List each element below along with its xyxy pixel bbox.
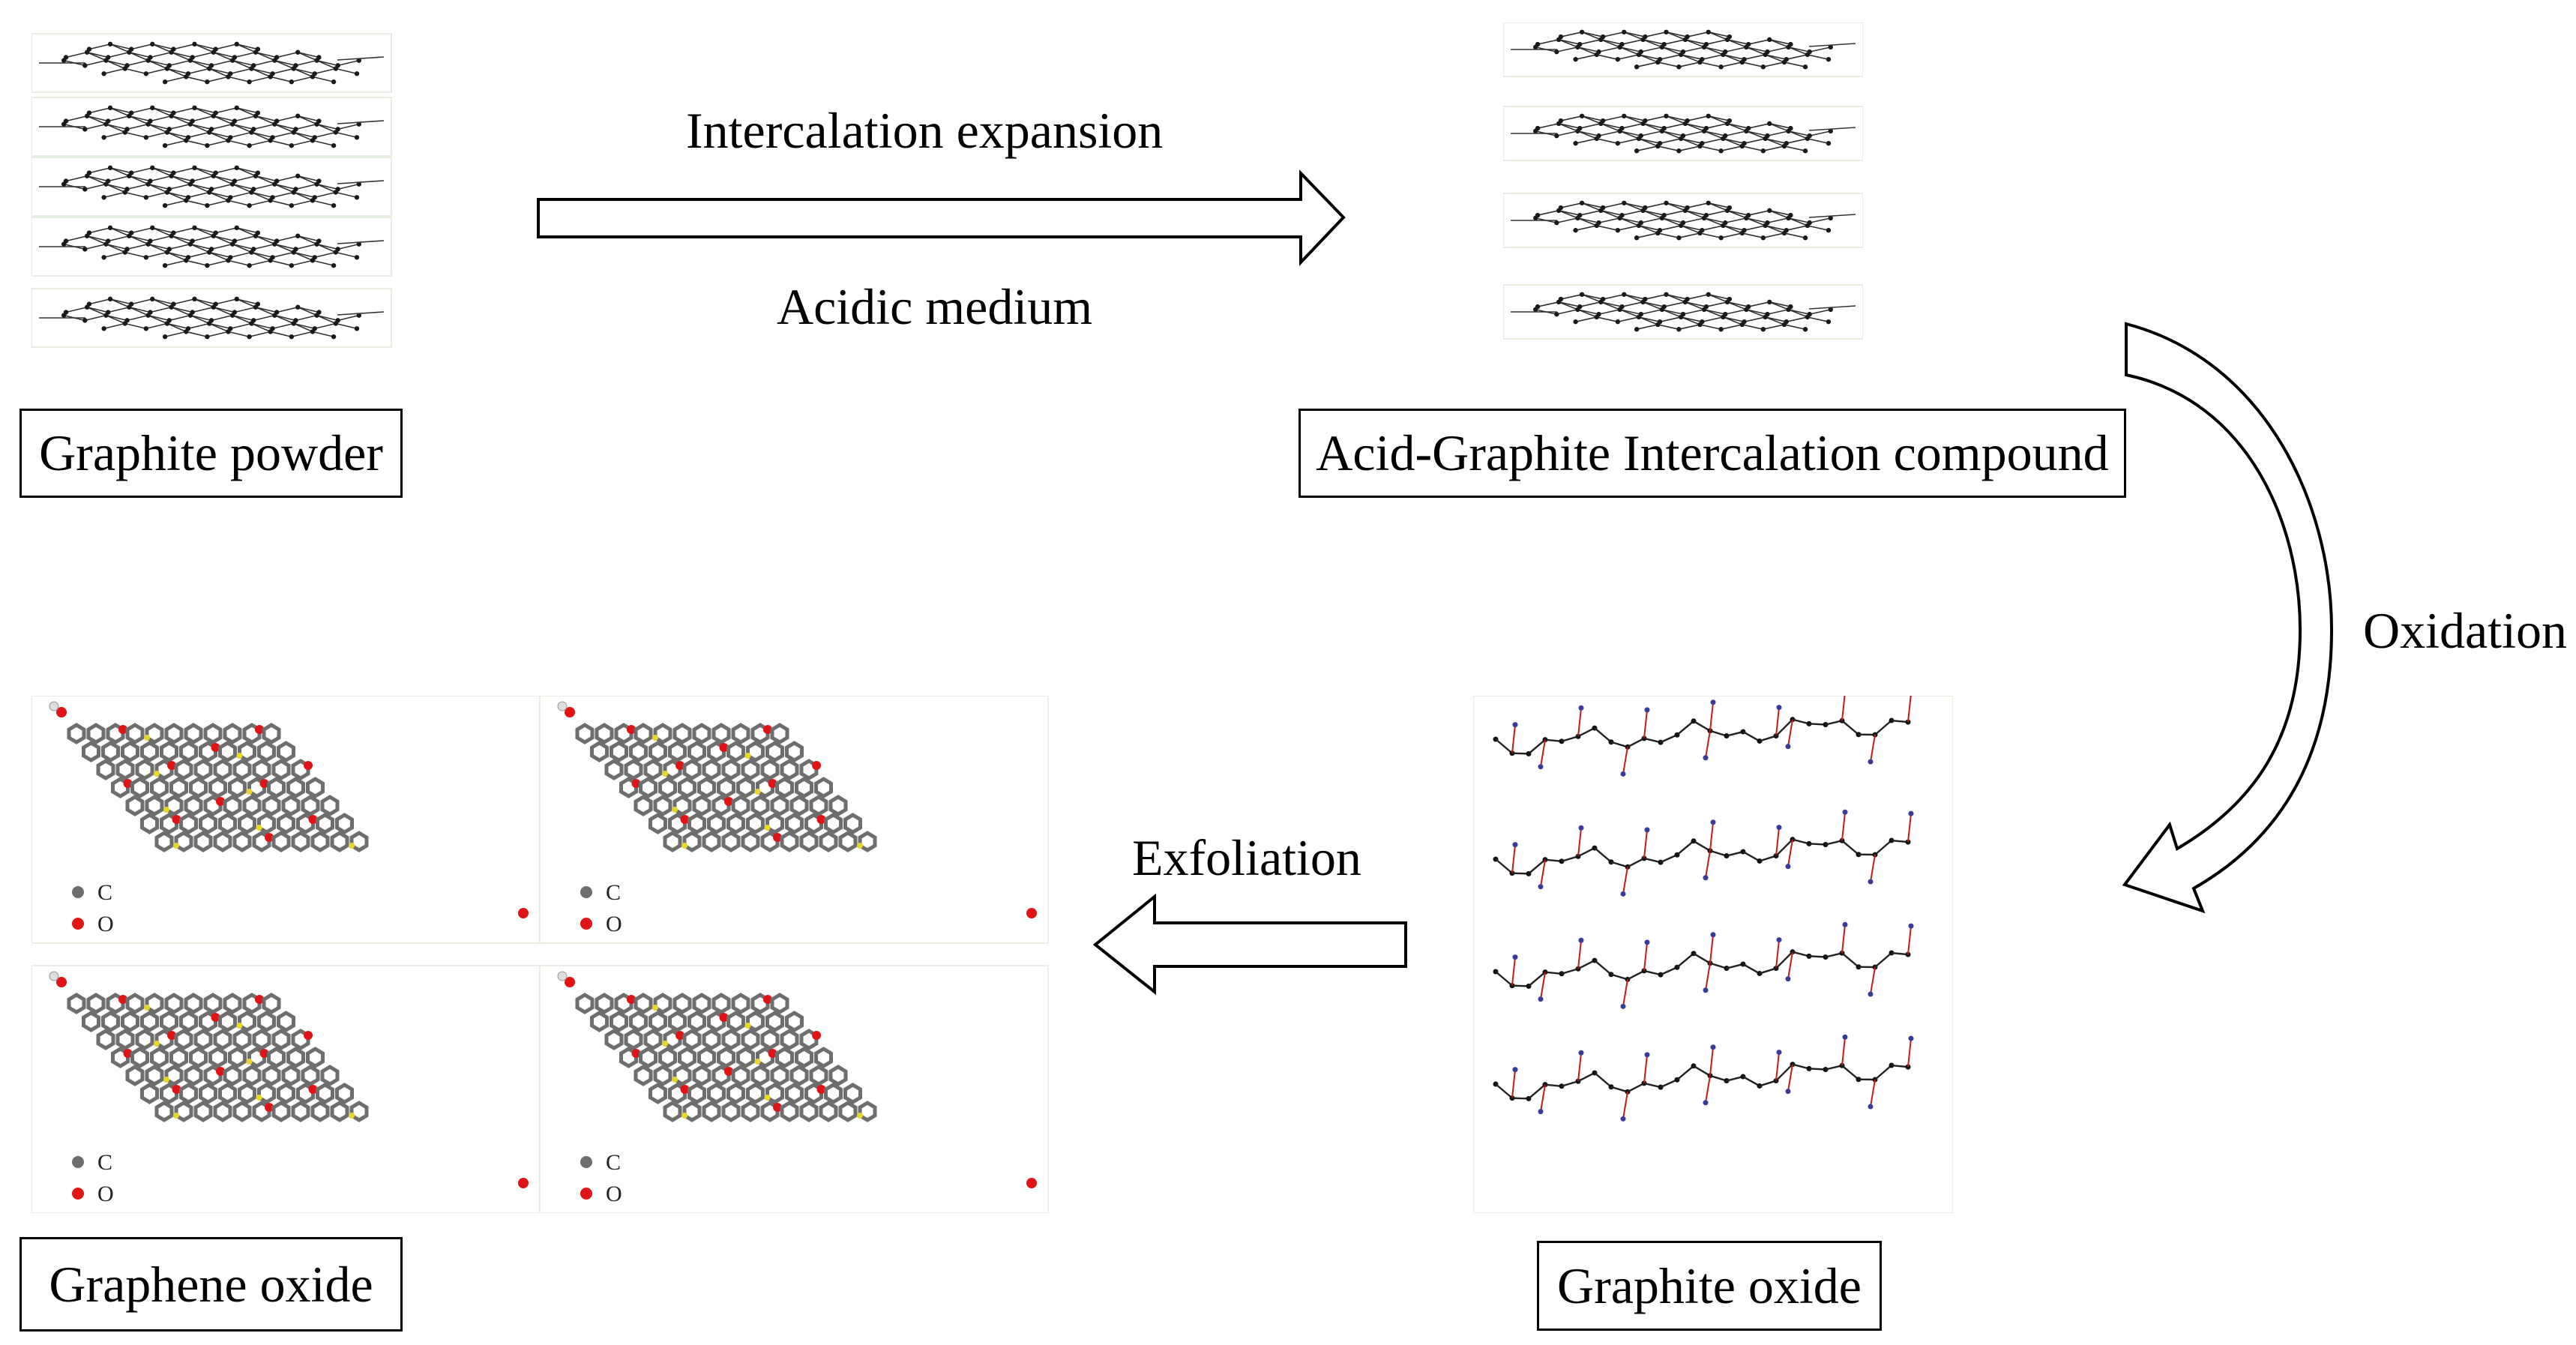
- carbon-legend-label: C: [606, 880, 621, 905]
- graphene-layer: [1503, 22, 1863, 77]
- graphite-powder-layers: [31, 33, 392, 348]
- graphite-powder-label: Graphite powder: [19, 409, 403, 498]
- graphene-layer: [31, 33, 392, 93]
- carbon-legend-dot: [72, 1156, 84, 1168]
- right-arrow: [537, 169, 1346, 267]
- left-arrow: [1092, 893, 1407, 996]
- graphene-layer: [31, 217, 392, 277]
- intercalation-label: Intercalation expansion: [686, 102, 1164, 159]
- graphene-layer: [31, 97, 392, 157]
- graphite-oxide-stack: [1473, 696, 1953, 1213]
- graphene-oxide-label: Graphene oxide: [19, 1237, 403, 1332]
- graphene-layer: [31, 288, 392, 348]
- graphene-layer: [1503, 284, 1863, 340]
- oxygen-legend-label: O: [97, 1182, 114, 1206]
- oxygen-legend-label: O: [97, 912, 114, 936]
- carbon-legend-dot: [580, 1156, 592, 1168]
- carbon-legend-label: C: [606, 1150, 621, 1175]
- graphite-oxide-layer: [1493, 696, 1913, 777]
- oxygen-legend-dot: [580, 918, 592, 930]
- oxygen-legend-dot: [72, 918, 84, 930]
- oxygen-legend-label: O: [606, 1182, 622, 1206]
- agic-label: Acid-Graphite Intercalation compound: [1298, 409, 2126, 498]
- graphite-oxide-layers: [1473, 696, 1953, 1213]
- graphite-powder-stack: [31, 30, 393, 352]
- curved-oxidation-arrow: [2122, 322, 2334, 914]
- carbon-legend-dot: [72, 886, 84, 898]
- oxidation-label: Oxidation: [2363, 602, 2567, 659]
- agic-stack: [1503, 22, 1863, 345]
- oxygen-legend-dot: [72, 1188, 84, 1200]
- acidic-medium-label: Acidic medium: [777, 278, 1093, 335]
- oxygen-legend-label: O: [606, 912, 622, 936]
- graphite-oxide-layer: [1493, 1034, 1914, 1122]
- agic-layers: [1503, 22, 1863, 340]
- carbon-legend-label: C: [97, 880, 112, 905]
- graphene-oxide-sheet: CO: [539, 965, 1049, 1213]
- carbon-legend-label: C: [97, 1150, 112, 1175]
- exfoliation-label: Exfoliation: [1132, 829, 1361, 886]
- graphene-oxide-sheet: CO: [31, 696, 541, 944]
- graphite-oxide-label: Graphite oxide: [1537, 1241, 1882, 1331]
- graphene-oxide-sheet: CO: [539, 696, 1049, 944]
- graphite-oxide-layer: [1493, 809, 1914, 897]
- graphene-layer: [1503, 193, 1863, 248]
- carbon-legend-dot: [580, 886, 592, 898]
- graphite-oxide-layer: [1493, 921, 1914, 1009]
- graphene-oxide-sheet: CO: [31, 965, 541, 1213]
- graphene-layer: [31, 157, 392, 217]
- graphene-layer: [1503, 106, 1863, 161]
- oxygen-legend-dot: [580, 1188, 592, 1200]
